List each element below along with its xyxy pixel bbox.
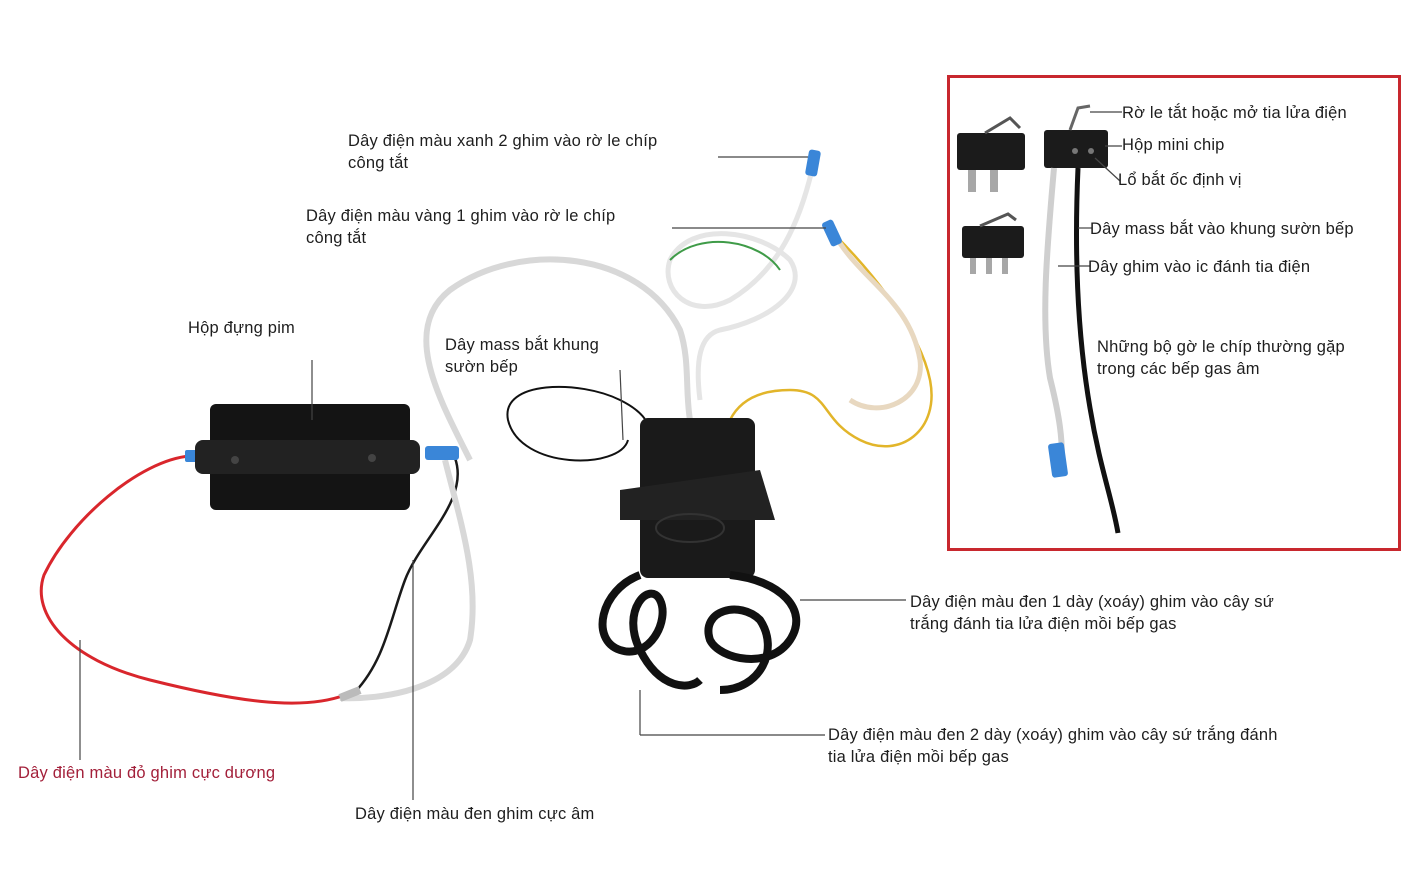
blue-connector-box	[425, 446, 459, 460]
inset-label-ic-wire: Dây ghim vào ic đánh tia điện	[1088, 258, 1311, 276]
leader-lines	[79, 156, 906, 800]
blue-wire	[665, 169, 815, 401]
white-wire	[339, 256, 693, 702]
inset-label-mini-box: Hộp mini chip	[1122, 136, 1225, 154]
inset-white-wire	[1042, 167, 1065, 459]
white-wire-outline	[338, 686, 362, 702]
inset-label-relay: Rờ le tắt hoặc mở tia lửa điện	[1122, 104, 1347, 122]
red-wire	[39, 454, 346, 705]
blue-connector-top	[805, 149, 821, 177]
label-black-negative: Dây điện màu đen ghim cực âm	[355, 805, 595, 823]
label-yellow-wire-2: công tắt	[306, 229, 367, 247]
label-blue-wire-2: công tắt	[348, 154, 409, 172]
pin-box-side	[195, 440, 420, 474]
blue-connector-mid	[822, 219, 842, 247]
label-mass-wire-1: Dây mass bắt khung	[445, 336, 600, 354]
mass-wire	[506, 385, 653, 462]
label-mass-wire-2: sườn bếp	[445, 358, 519, 376]
inset-black-wire	[1074, 167, 1121, 534]
label-pin-box: Hộp đựng pim	[188, 319, 295, 337]
micro-switch-1	[957, 133, 1025, 170]
label-red-positive: Dây điện màu đỏ ghim cực dương	[18, 764, 276, 782]
label-black-2-line2: tia lửa điện mồi bếp gas	[828, 748, 1009, 766]
yellow-wire	[728, 234, 933, 448]
inset-label-hole: Lổ bắt ốc định vị	[1118, 171, 1242, 189]
black-coil-2	[704, 571, 801, 694]
label-blue-wire-1: Dây điện màu xanh 2 ghim vào rờ le chíp	[348, 132, 658, 150]
beige-wire	[832, 233, 923, 411]
inset-panel	[947, 75, 1401, 551]
green-wire	[669, 240, 781, 271]
micro-switch-2	[962, 226, 1024, 258]
inset-label-common-2: trong các bếp gas âm	[1097, 360, 1260, 378]
label-black-2-line1: Dây điện màu đen 2 dày (xoáy) ghim vào c…	[828, 726, 1278, 744]
label-black-1-line1: Dây điện màu đen 1 dày (xoáy) ghim vào c…	[910, 593, 1274, 611]
inset-label-mass-frame: Dây mass bắt vào khung sườn bếp	[1090, 220, 1354, 238]
label-black-1-line2: trắng đánh tia lửa điện mồi bếp gas	[910, 615, 1177, 633]
inset-label-common-1: Những bộ gờ le chíp thường gặp	[1097, 338, 1345, 356]
inset-drawing	[957, 104, 1122, 534]
label-yellow-wire-1: Dây điện màu vàng 1 ghim vào rờ le chíp	[306, 207, 616, 225]
black-coil-1	[598, 571, 703, 690]
